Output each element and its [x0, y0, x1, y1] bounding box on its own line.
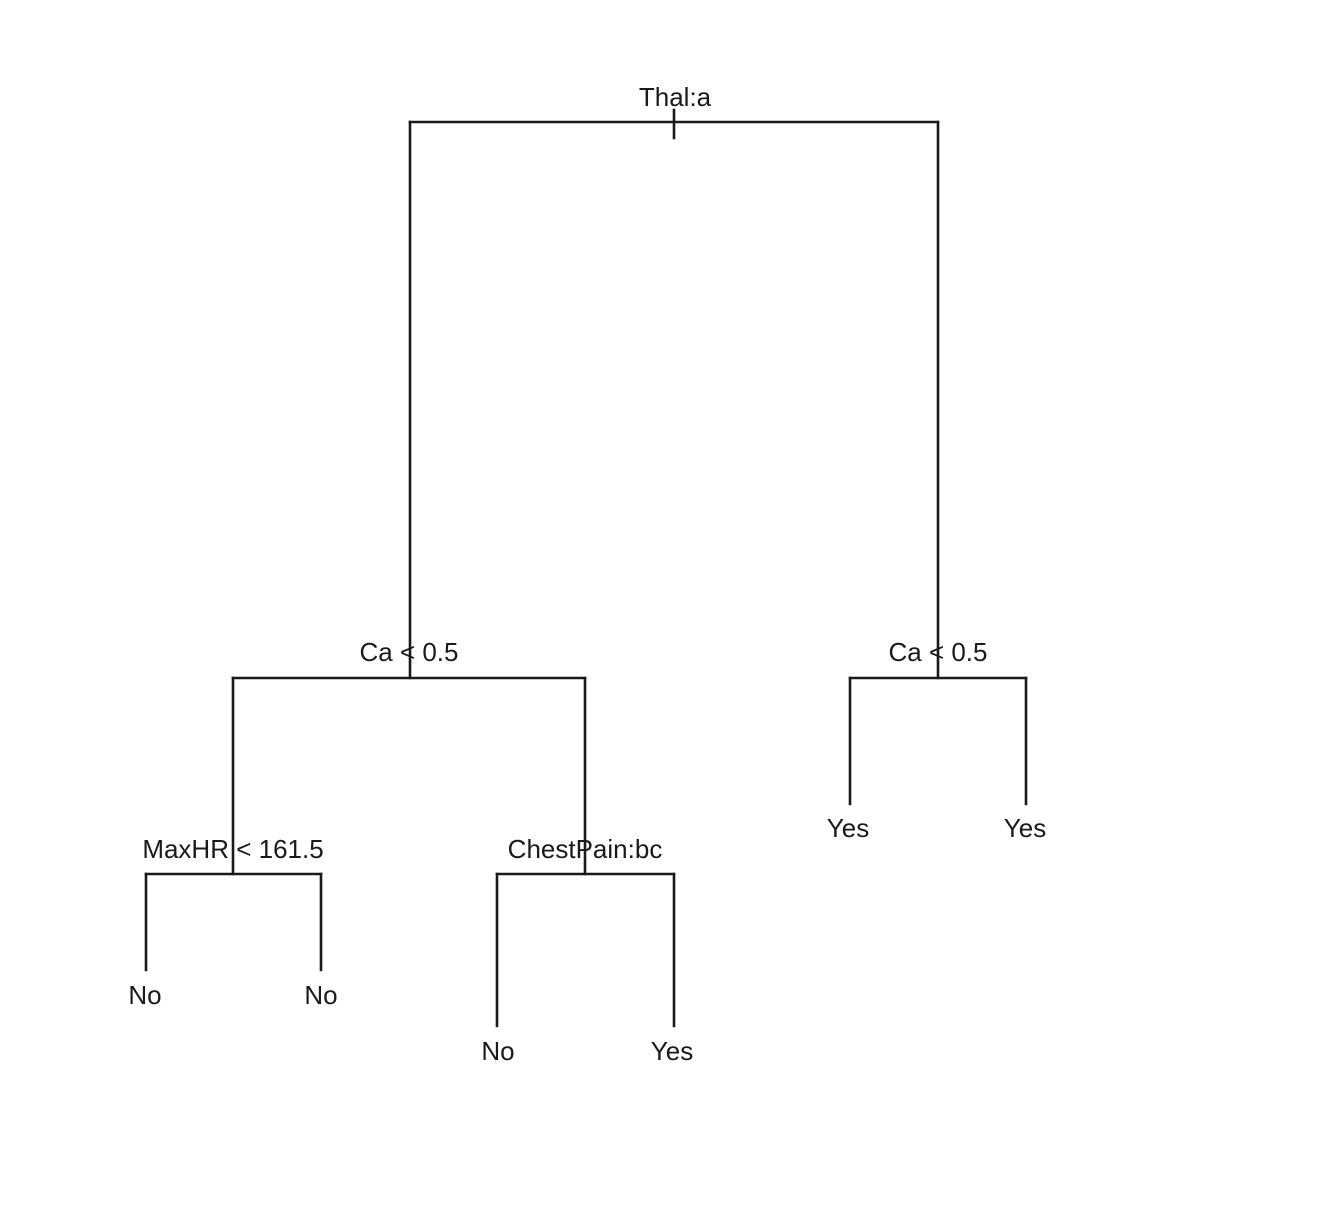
leaf-label: No [128, 980, 161, 1010]
left-split-label: Ca < 0.5 [359, 637, 458, 667]
right-split-label: Ca < 0.5 [888, 637, 987, 667]
root-split-label: Thal:a [639, 82, 712, 112]
leaf-label: No [481, 1036, 514, 1066]
left-left-split-label: MaxHR < 161.5 [142, 834, 323, 864]
leaf-label: Yes [1004, 813, 1046, 843]
leaf-label: No [304, 980, 337, 1010]
left-right-split-label: ChestPain:bc [508, 834, 663, 864]
leaf-label: Yes [651, 1036, 693, 1066]
leaf-label: Yes [827, 813, 869, 843]
